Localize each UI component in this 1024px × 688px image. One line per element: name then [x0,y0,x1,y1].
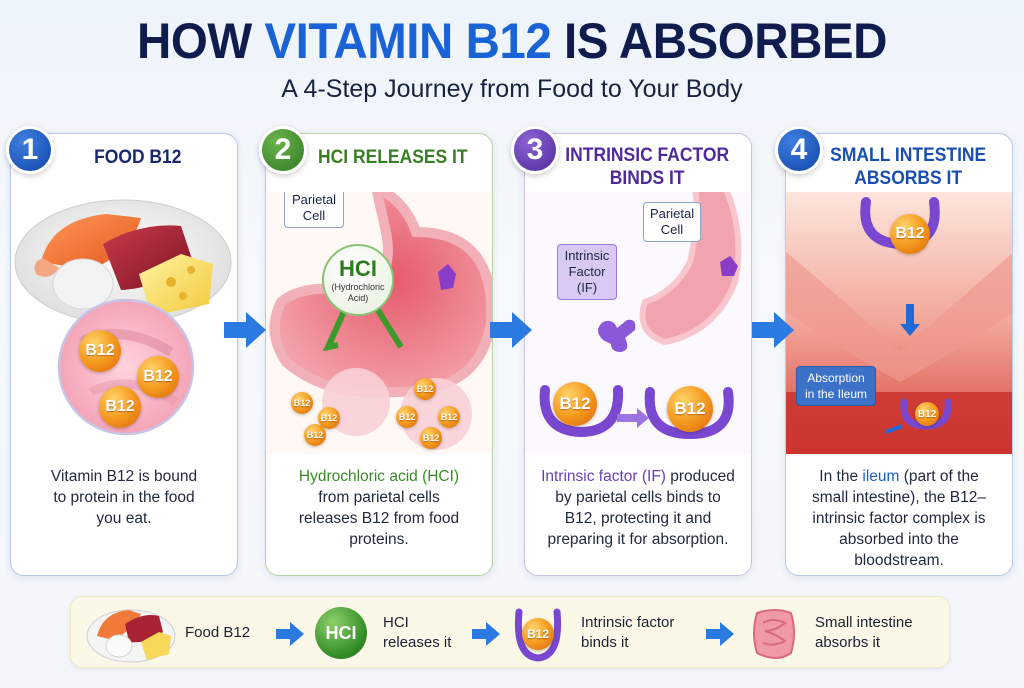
summary-item-intestine: Small intestine absorbs it [747,597,925,669]
food-plate-illustration: B12 B12 B12 [11,192,237,454]
b12-molecule: B12 [99,386,141,428]
arrow-right-icon [224,312,266,348]
step-1-title: FOOD B12 [94,147,182,168]
step-3-description: Intrinsic factor (IF) produced by pariet… [535,466,741,550]
hcl-ball-icon: HCI [315,607,367,659]
intestine-icon [753,609,795,659]
stomach-illustration: Parietal Cell HCI (Hydrochloric Acid) B1… [266,192,492,454]
step-3-title: INTRINSIC FACTOR BINDS IT [565,145,730,189]
parietal-cell-label: Parietal Cell [643,202,701,242]
b12-molecule: B12 [318,407,340,429]
title-part-2: IS ABSORBED [551,13,887,69]
intrinsic-factor-illustration: Parietal Cell Intrinsic Factor (IF) B12 … [525,192,751,454]
parietal-cell-label: Parietal Cell [284,192,344,228]
step-1-badge: 1 [6,126,54,174]
step-3-card: INTRINSIC FACTOR BINDS IT Parietal Cell … [524,133,752,576]
summary-bar: Food B12 HCI HCI releases it B12 Intrins… [70,596,950,668]
summary-label-food: Food B12 [185,624,251,641]
step-4-title: SMALL INTESTINE ABSORBS IT [830,145,987,189]
absorption-ileum-label: Absorption in the Ileum [796,366,876,406]
summary-item-hcl: HCI HCI releases it [315,597,453,669]
b12-molecule: B12 [420,427,442,449]
summary-label-if: Intrinsic factor binds it [581,614,675,651]
step-4-card: SMALL INTESTINE ABSORBS IT B12 Absorptio… [785,133,1013,576]
ileum-highlight: ileum [862,468,900,485]
b12-molecule: B12 [438,406,460,428]
step-4-badge: 4 [775,126,823,174]
b12-molecule: B12 [396,406,418,428]
hcl-subtext: (Hydrochloric Acid) [331,282,385,303]
hcl-highlight: Hydrochloric acid (HCI) [298,468,460,485]
b12-molecule: B12 [291,392,313,414]
arrow-right-icon [752,312,794,348]
step-3-desc-rest: produced by parietal cells binds to B12,… [547,468,735,548]
b12-molecule: B12 [304,424,326,446]
summary-item-food: Food B12 [85,597,250,669]
step-4-description: In the ileum (part of the small intestin… [796,466,1002,571]
step-3-badge: 3 [511,126,559,174]
arrow-right-icon [490,312,532,348]
arrow-right-icon [706,622,734,646]
arrow-right-icon [472,622,500,646]
step-2-badge: 2 [259,126,307,174]
step-2-title: HCI RELEASES IT [318,147,468,168]
hcl-text: HCI [339,256,377,281]
b12-molecule: B12 [414,378,436,400]
page-subtitle: A 4-Step Journey from Food to Your Body [281,75,743,103]
food-plate-icon [14,199,232,436]
page-title: HOW VITAMIN B12 IS ABSORBED [26,12,999,70]
step-1-description: Vitamin B12 is bound to protein in the f… [50,468,198,527]
arrow-right-icon [276,622,304,646]
intrinsic-factor-icon [525,192,751,454]
b12-molecule: B12 [915,402,939,426]
b12-molecule: B12 [79,330,121,372]
step-2-desc-rest: from parietal cells releases B12 from fo… [298,489,460,548]
intrinsic-factor-b12-icon: B12 [513,604,563,662]
step-2-card: HCI RELEASES IT Parietal Cell HCI (Hydro… [265,133,493,576]
step-2-description: Hydrochloric acid (HCI) from parietal ce… [276,466,482,550]
intrinsic-factor-label: Intrinsic Factor (IF) [557,244,617,300]
if-highlight: Intrinsic factor (IF) [541,468,666,485]
food-plate-icon [86,609,176,663]
summary-label-hcl: HCI releases it [383,614,452,651]
hcl-bubble: HCI (Hydrochloric Acid) [322,244,394,316]
b12-molecule: B12 [522,618,554,650]
summary-item-intrinsic-factor: B12 Intrinsic factor binds it [513,597,691,669]
ileum-illustration: B12 Absorption in the Ileum B12 [786,192,1012,454]
b12-molecule: B12 [890,214,930,254]
step-4-desc-rest: (part of the small intestine), the B12–i… [811,468,987,569]
step-1-card: FOOD B12 B12 B12 B12 Vitamin B12 is boun… [10,133,238,576]
b12-molecule: B12 [667,386,713,432]
b12-molecule: B12 [553,382,597,426]
summary-label-intestine: Small intestine absorbs it [815,614,913,651]
title-highlight: VITAMIN B12 [264,13,552,69]
title-part-1: HOW [137,13,265,69]
b12-molecule: B12 [137,356,179,398]
step-4-desc-pre: In the [819,468,863,485]
